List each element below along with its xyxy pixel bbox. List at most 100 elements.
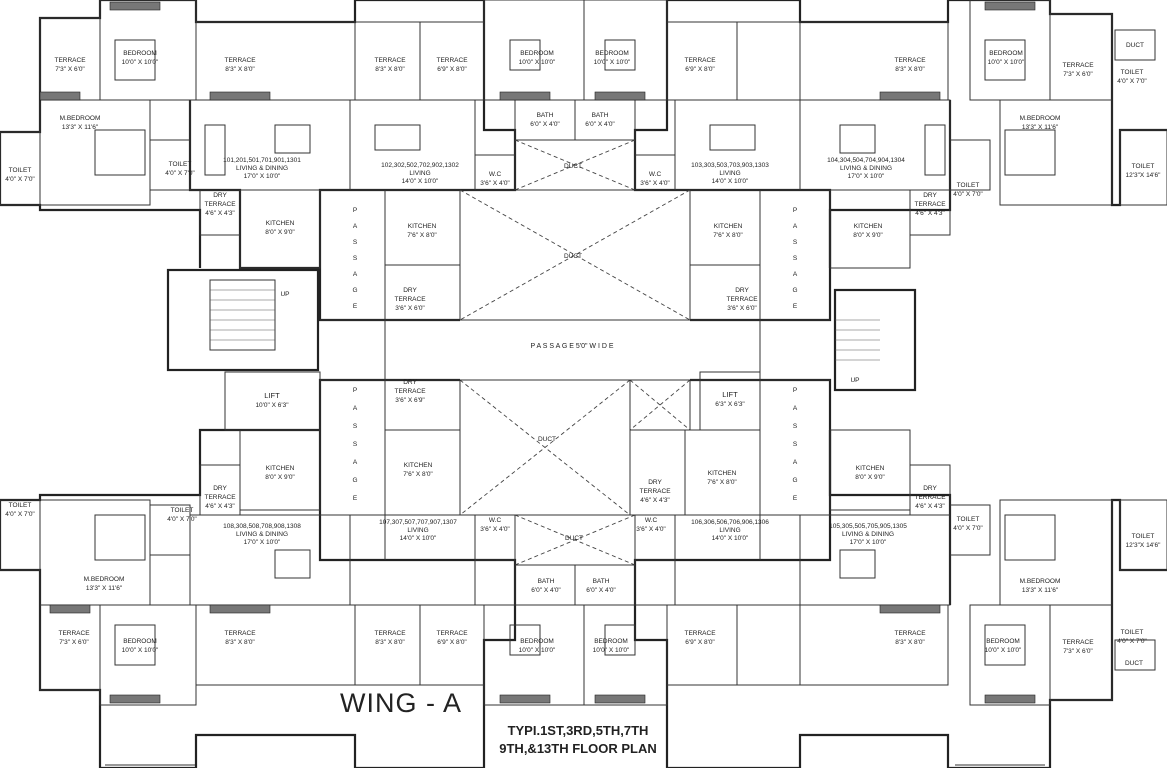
label-duct: DUCT	[564, 253, 582, 260]
dim-toilet: 4'0" X 7'0"	[1117, 638, 1147, 645]
dim-lift: 10'0" X 6'3"	[255, 402, 289, 409]
dim-toilet: 4'0" X 7'0"	[5, 511, 35, 518]
dim-dry: 3'6" X 6'9"	[395, 397, 425, 404]
dim-toilet-large: 12'3"X 14'6"	[1126, 172, 1162, 179]
dim-kitchen: 8'0" X 9'0"	[265, 229, 295, 236]
svg-text:G: G	[792, 477, 797, 484]
label-terrace: TERRACE	[58, 630, 90, 637]
dim-terrace: 6'9" X 8'0"	[437, 66, 467, 73]
dim-toilet: 4'0" X 7'0"	[953, 525, 983, 532]
label-lift: LIFT	[722, 390, 738, 399]
label-wc: W.C	[645, 517, 658, 524]
dim-living: 17'0" X 10'0"	[244, 173, 281, 180]
dim-toilet: 4'0" X 7'0"	[165, 170, 195, 177]
label-terrace: TERRACE	[684, 630, 716, 637]
dim-living: 14'0" X 10'0"	[402, 178, 439, 185]
svg-text:E: E	[353, 495, 358, 502]
svg-text:S: S	[793, 239, 798, 246]
dim-terrace: 8'3" X 8'0"	[225, 66, 255, 73]
label-mbedroom: M.BEDROOM	[84, 576, 125, 583]
label-terrace: TERRACE	[374, 57, 406, 64]
label-bedroom: BEDROOM	[595, 50, 629, 57]
dim-kitchen: 8'0" X 9'0"	[853, 232, 883, 239]
label-kitchen: KITCHEN	[714, 223, 743, 230]
unit-top-right	[799, 0, 1167, 269]
svg-text:A: A	[793, 405, 798, 412]
svg-text:P: P	[353, 387, 357, 394]
label-terrace: TERRACE	[204, 201, 236, 208]
dim-wc: 3'6" X 4'0"	[480, 180, 510, 187]
dim-kitchen: 8'0" X 9'0"	[855, 474, 885, 481]
label-dry: DRY	[403, 287, 417, 294]
label-living-dining: LIVING & DINING	[842, 531, 894, 538]
dim-bedroom: 10'0" X 10'0"	[519, 59, 556, 66]
svg-text:S: S	[793, 423, 798, 430]
label-up: UP	[280, 291, 289, 298]
dim-terrace: 8'3" X 8'0"	[375, 639, 405, 646]
svg-text:E: E	[353, 303, 358, 310]
svg-text:A: A	[793, 223, 798, 230]
svg-text:S: S	[353, 239, 358, 246]
label-flat-numbers: 101,201,501,701,901,1301	[223, 157, 301, 164]
label-bedroom: BEDROOM	[989, 50, 1023, 57]
dim-dry-terrace: 4'6" X 4'3"	[640, 497, 670, 504]
label-living-dining: LIVING & DINING	[840, 165, 892, 172]
unit-top-middle	[349, 0, 801, 321]
label-toilet: TOILET	[1132, 533, 1155, 540]
dim-bath: 6'0" X 4'0"	[586, 587, 616, 594]
dim-kitchen: 7'6" X 8'0"	[707, 479, 737, 486]
svg-text:S: S	[793, 441, 798, 448]
svg-text:G: G	[792, 287, 797, 294]
passage-label-right-bottom: P A S S A G E	[792, 387, 797, 502]
dim-bath: 6'0" X 4'0"	[530, 121, 560, 128]
dim-terrace: 8'3" X 8'0"	[225, 639, 255, 646]
label-toilet: TOILET	[1132, 163, 1155, 170]
label-duct: DUCT	[1126, 42, 1144, 49]
svg-text:G: G	[352, 477, 357, 484]
dim-bedroom: 10'0" X 10'0"	[988, 59, 1025, 66]
label-terrace: TERRACE	[204, 494, 236, 501]
dim-wc: 3'6" X 4'0"	[640, 180, 670, 187]
label-bath: BATH	[592, 112, 609, 119]
label-terrace: TERRACE	[639, 488, 671, 495]
label-terrace: TERRACE	[684, 57, 716, 64]
dim-kitchen: 7'6" X 8'0"	[407, 232, 437, 239]
dim-dry-terrace: 4'6" X 4'3"	[205, 210, 235, 217]
label-terrace: TERRACE	[894, 630, 926, 637]
dim-toilet: 4'0" X 7'0"	[5, 176, 35, 183]
floor-plan-caption: TYPI.1ST,3RD,5TH,7TH 9TH,&13TH FLOOR PLA…	[478, 722, 678, 758]
label-wc: W.C	[489, 517, 502, 524]
label-living: LIVING	[407, 527, 428, 534]
label-terrace: TERRACE	[436, 57, 468, 64]
label-duct: DUCT	[1125, 660, 1143, 667]
label-dry: DRY	[735, 287, 749, 294]
label-wc: W.C	[649, 171, 662, 178]
label-bedroom: BEDROOM	[986, 638, 1020, 645]
dim-terrace: 7'3" X 6'0"	[1063, 648, 1093, 655]
svg-text:A: A	[793, 459, 798, 466]
label-living: LIVING	[409, 170, 430, 177]
dim-mbedroom: 13'3" X 11'6"	[1022, 587, 1059, 594]
label-flat-numbers: 103,303,503,703,903,1303	[691, 162, 769, 169]
svg-text:S: S	[353, 255, 358, 262]
svg-text:A: A	[353, 223, 358, 230]
svg-text:A: A	[353, 271, 358, 278]
label-flat-numbers: 108,308,508,708,908,1308	[223, 523, 301, 530]
dim-mbedroom: 13'3" X 11'6"	[1022, 124, 1059, 131]
label-toilet: TOILET	[171, 507, 194, 514]
dim-wc: 3'6" X 4'0"	[636, 526, 666, 533]
label-passage-wide: P A S S A G E 5'0" W I D E	[530, 343, 613, 350]
dim-kitchen: 8'0" X 9'0"	[265, 474, 295, 481]
passage-label-right-top: P A S S A G E	[792, 207, 797, 310]
dim-terrace: 6'9" X 8'0"	[437, 639, 467, 646]
label-living: LIVING	[719, 170, 740, 177]
label-terrace: TERRACE	[374, 630, 406, 637]
label-toilet: TOILET	[169, 161, 192, 168]
svg-text:S: S	[353, 423, 358, 430]
label-terrace: TERRACE	[914, 201, 946, 208]
dim-terrace: 7'3" X 6'0"	[55, 66, 85, 73]
label-bedroom: BEDROOM	[594, 638, 628, 645]
svg-text:P: P	[793, 207, 797, 214]
svg-text:G: G	[352, 287, 357, 294]
